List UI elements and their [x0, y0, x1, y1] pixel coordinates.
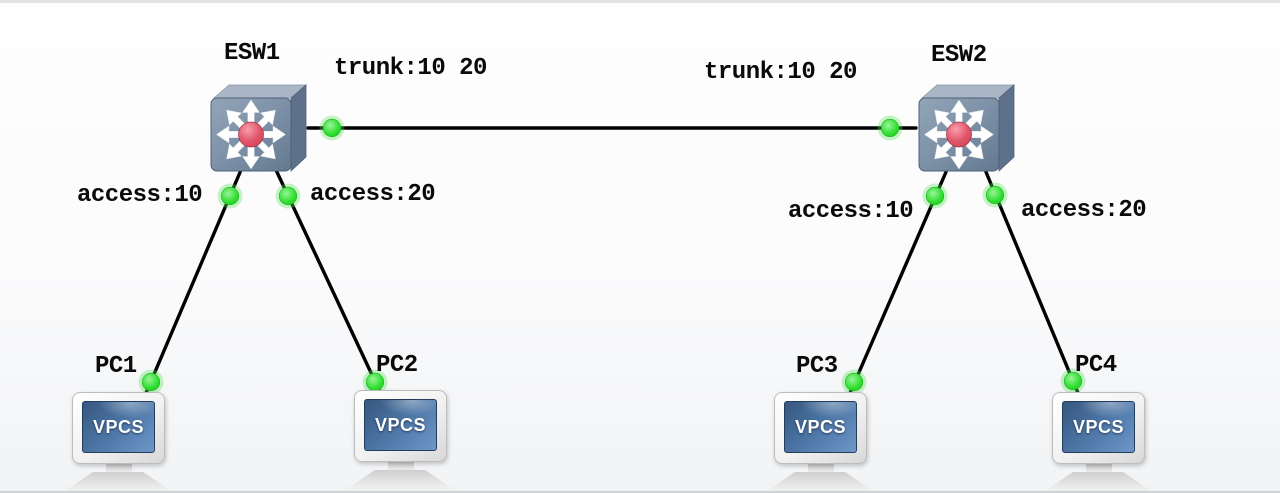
pc-monitor: VPCS	[774, 392, 867, 464]
status-dot-esw1-access20	[275, 183, 301, 209]
status-dot-esw2-access20	[982, 182, 1008, 208]
device-label-pc2[interactable]: PC2	[376, 352, 418, 379]
switch-hub-icon	[946, 121, 972, 148]
pc-stand-base	[757, 472, 883, 493]
pc-stand-neck	[1085, 464, 1112, 472]
device-label-pc4[interactable]: PC4	[1075, 352, 1117, 379]
link-label-esw1-access20[interactable]: access:20	[310, 181, 436, 208]
pc-screen: VPCS	[82, 401, 155, 453]
switch-top-face	[920, 84, 1016, 99]
switch-arrows-icon	[216, 99, 286, 170]
status-dot-esw1-trunk	[319, 115, 345, 141]
pc-icon-pc3[interactable]: VPCS	[757, 392, 883, 493]
status-dot-esw2-trunk	[877, 115, 903, 141]
link-esw1-pc2[interactable]	[274, 168, 382, 394]
switch-side-face	[290, 84, 307, 172]
switch-arrows-icon	[924, 99, 994, 170]
pc-monitor: VPCS	[1052, 392, 1145, 464]
device-label-esw1[interactable]: ESW1	[224, 40, 280, 67]
switch-icon-esw2[interactable]	[918, 84, 1016, 172]
link-esw2-pc4[interactable]	[984, 170, 1080, 395]
pc-screen: VPCS	[1062, 401, 1135, 453]
pc-stand-neck	[387, 462, 414, 470]
link-label-trunk-esw2[interactable]: trunk:10 20	[704, 59, 857, 86]
pc-screen: VPCS	[364, 399, 437, 451]
link-status-dots	[138, 115, 1086, 395]
pc-stand-neck	[105, 464, 132, 472]
pc-stand-neck	[807, 464, 834, 472]
switch-icon-esw1[interactable]	[210, 84, 308, 172]
device-label-pc1[interactable]: PC1	[95, 353, 137, 380]
device-label-esw2[interactable]: ESW2	[931, 42, 987, 69]
pc-icon-pc4[interactable]: VPCS	[1035, 392, 1161, 493]
pc-icon-pc1[interactable]: VPCS	[55, 392, 181, 493]
pc-screen-label: VPCS	[92, 416, 145, 437]
pc-screen-label: VPCS	[1072, 416, 1125, 437]
status-dot-esw1-access10	[217, 183, 243, 209]
switch-top-face	[212, 84, 308, 99]
pc-screen-label: VPCS	[374, 414, 427, 435]
pc-stand-base	[337, 470, 463, 493]
pc-stand-base	[1035, 472, 1161, 493]
pc-monitor: VPCS	[72, 392, 165, 464]
pc-icon-pc2[interactable]: VPCS	[337, 390, 463, 493]
link-label-esw2-access10[interactable]: access:10	[788, 198, 914, 225]
status-dot-pc2	[362, 369, 388, 395]
status-dot-pc1	[138, 369, 164, 395]
status-dot-pc3	[841, 369, 867, 395]
pc-stand-base	[55, 472, 181, 493]
switch-hub-icon	[238, 121, 264, 148]
status-dot-esw2-access10	[922, 183, 948, 209]
link-label-trunk-esw1[interactable]: trunk:10 20	[334, 55, 487, 82]
device-label-pc3[interactable]: PC3	[796, 353, 838, 380]
link-label-esw2-access20[interactable]: access:20	[1021, 197, 1147, 224]
switch-side-face	[998, 84, 1015, 172]
link-label-esw1-access10[interactable]: access:10	[77, 182, 203, 209]
link-esw1-pc1[interactable]	[144, 168, 243, 395]
pc-screen: VPCS	[784, 401, 857, 453]
pc-monitor: VPCS	[354, 390, 447, 462]
link-esw2-pc3[interactable]	[848, 170, 948, 395]
status-dot-pc4	[1060, 368, 1086, 394]
pc-screen-label: VPCS	[794, 416, 847, 437]
